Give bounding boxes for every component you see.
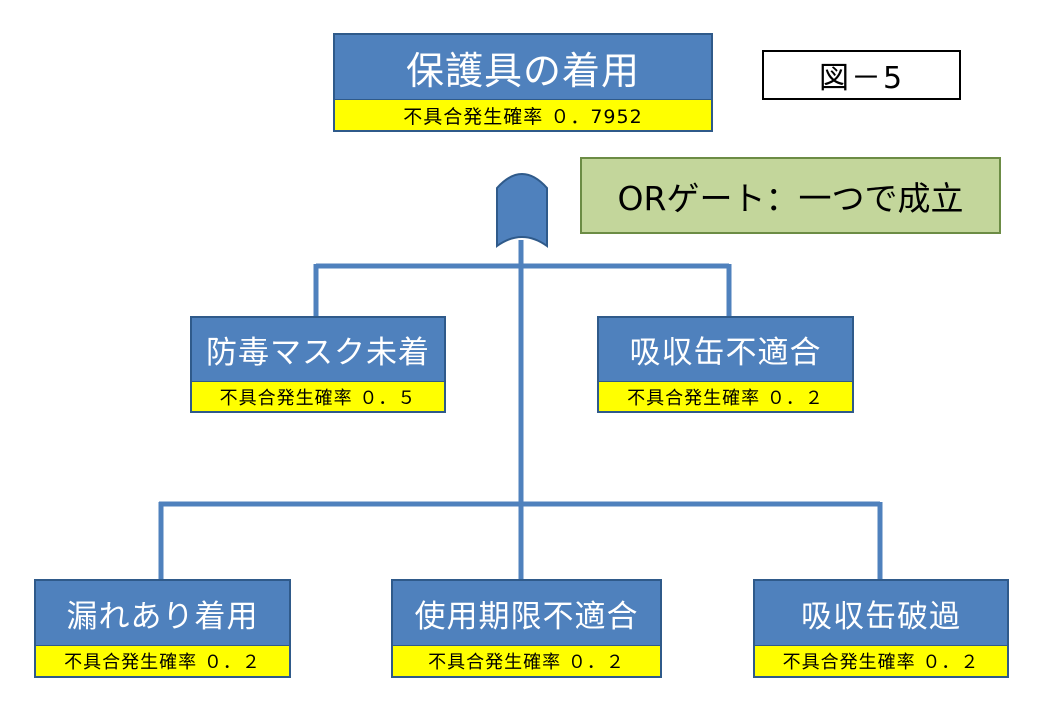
event-probability: 不具合発生確率 ０．２ [393,645,660,676]
gate-note: ORゲート：一つで成立 [580,157,1001,234]
top-event-title: 保護具の着用 [405,48,640,93]
event-probability: 不具合発生確率 ０．２ [599,381,852,411]
or-gate-symbol [496,173,548,248]
event-title: 使用期限不適合 [414,598,639,635]
event-title: 吸収缶不適合 [629,335,822,371]
event-title: 漏れあり着用 [66,598,259,635]
event-title: 吸収缶破過 [801,598,961,635]
event-node: 吸収缶不適合 不具合発生確率 ０．２ [597,316,854,413]
event-node: 使用期限不適合 不具合発生確率 ０．２ [391,579,662,678]
event-probability: 不具合発生確率 ０．２ [755,645,1007,676]
event-node: 防毒マスク未着 不具合発生確率 ０．５ [190,316,446,413]
top-event-probability: 不具合発生確率 ０．7952 [335,99,711,130]
event-node: 漏れあり着用 不具合発生確率 ０．２ [34,579,291,678]
event-probability: 不具合発生確率 ０．２ [36,645,289,676]
event-title: 防毒マスク未着 [206,335,430,371]
figure-label: 図－5 [762,50,961,100]
event-probability: 不具合発生確率 ０．５ [192,381,444,411]
event-node: 吸収缶破過 不具合発生確率 ０．２ [753,579,1009,678]
top-event-node: 保護具の着用 不具合発生確率 ０．7952 [333,33,713,132]
